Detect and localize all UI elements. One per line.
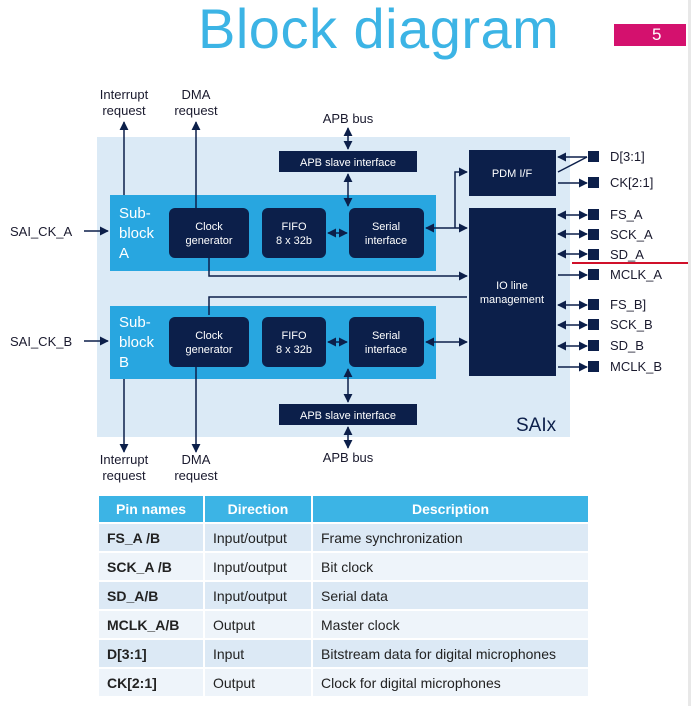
pin-label-mclk-a: MCLK_A	[610, 267, 662, 282]
subblock-a-line1: Sub-	[119, 205, 151, 222]
pdm-if-block	[469, 150, 556, 196]
serial-b-line2: interface	[365, 344, 407, 356]
apb-slave-top-label: APB slave interface	[300, 157, 396, 169]
io-line-label-line2: management	[480, 294, 544, 306]
subblock-a-line2: block	[119, 225, 155, 242]
pin-label-ck: CK[2:1]	[610, 175, 653, 190]
clock-generator-b	[169, 317, 249, 367]
dma-request-bottom-line2: request	[174, 468, 218, 483]
serial-a-line1: Serial	[372, 221, 400, 233]
pin-name-cell: SD_A/B	[97, 580, 205, 611]
io-line-management-block	[469, 208, 556, 376]
interrupt-request-top-line1: Interrupt	[100, 87, 149, 102]
pin-name-cell: MCLK_A/B	[97, 609, 205, 640]
direction-cell: Input	[203, 638, 313, 669]
table-row: CK[2:1] Output Clock for digital microph…	[97, 667, 590, 698]
serial-interface-a	[349, 208, 424, 258]
dma-request-bottom-line1: DMA	[182, 452, 211, 467]
connector-lines	[84, 121, 588, 453]
subblock-a-line3: A	[119, 245, 129, 262]
io-line-label-line1: IO line	[496, 280, 528, 292]
apb-bus-bottom-label: APB bus	[323, 450, 374, 465]
description-cell: Frame synchronization	[311, 522, 590, 553]
saix-label: SAIx	[516, 415, 557, 436]
fifo-a-line1: FIFO	[281, 221, 306, 233]
fifo-b-line2: 8 x 32b	[276, 344, 312, 356]
subblock-b-line1: Sub-	[119, 314, 151, 331]
direction-cell: Input/output	[203, 551, 313, 582]
page-number-badge: 5	[614, 24, 686, 46]
dma-request-top-line1: DMA	[182, 87, 211, 102]
table-row: SD_A/B Input/output Serial data	[97, 580, 590, 611]
sai-block-diagram: Interrupt request DMA request APB bus In…	[10, 87, 662, 483]
apb-slave-bottom-label: APB slave interface	[300, 410, 396, 422]
subblock-b-line2: block	[119, 334, 155, 351]
table-header-row: Pin names Direction Description	[97, 494, 590, 524]
clock-gen-a-line2: generator	[185, 235, 232, 247]
description-cell: Bitstream data for digital microphones	[311, 638, 590, 669]
apb-slave-interface-top	[279, 151, 417, 172]
fifo-a-line2: 8 x 32b	[276, 235, 312, 247]
apb-bus-top-label: APB bus	[323, 111, 374, 126]
fifo-b-line1: FIFO	[281, 330, 306, 342]
header-direction: Direction	[203, 494, 313, 524]
red-marker-line	[572, 262, 691, 264]
direction-cell: Input/output	[203, 580, 313, 611]
header-description: Description	[311, 494, 590, 524]
pin-name-cell: D[3:1]	[97, 638, 205, 669]
interrupt-request-bottom-line2: request	[102, 468, 146, 483]
dma-request-top-line2: request	[174, 103, 218, 118]
pin-squares	[588, 151, 599, 372]
slide-title: Block diagram	[198, 0, 560, 60]
subblock-b-line3: B	[119, 354, 129, 371]
table-row: D[3:1] Input Bitstream data for digital …	[97, 638, 590, 669]
clock-gen-a-line1: Clock	[195, 221, 223, 233]
pin-name-cell: SCK_A /B	[97, 551, 205, 582]
clock-gen-b-line2: generator	[185, 344, 232, 356]
interrupt-request-top-line2: request	[102, 103, 146, 118]
pin-label-d: D[3:1]	[610, 149, 645, 164]
pin-name-cell: CK[2:1]	[97, 667, 205, 698]
description-cell: Master clock	[311, 609, 590, 640]
table-row: MCLK_A/B Output Master clock	[97, 609, 590, 640]
sai-ck-a-label: SAI_CK_A	[10, 224, 72, 239]
pin-label-mclk-b: MCLK_B	[610, 359, 662, 374]
fifo-b	[262, 317, 326, 367]
description-cell: Serial data	[311, 580, 590, 611]
direction-cell: Input/output	[203, 522, 313, 553]
serial-interface-b	[349, 317, 424, 367]
description-cell: Clock for digital microphones	[311, 667, 590, 698]
sai-ck-b-label: SAI_CK_B	[10, 334, 72, 349]
interrupt-request-bottom-line1: Interrupt	[100, 452, 149, 467]
clock-generator-a	[169, 208, 249, 258]
apb-slave-interface-bottom	[279, 404, 417, 425]
pin-label-sck-a: SCK_A	[610, 227, 653, 242]
pin-description-table: Pin names Direction Description FS_A /B …	[97, 494, 590, 698]
serial-a-line2: interface	[365, 235, 407, 247]
clock-gen-b-line1: Clock	[195, 330, 223, 342]
fifo-a	[262, 208, 326, 258]
header-pin-names: Pin names	[97, 494, 205, 524]
table-row: FS_A /B Input/output Frame synchronizati…	[97, 522, 590, 553]
serial-b-line1: Serial	[372, 330, 400, 342]
direction-cell: Output	[203, 609, 313, 640]
pdm-if-label: PDM I/F	[492, 168, 533, 180]
pin-label-fs-b: FS_B]	[610, 297, 646, 312]
description-cell: Bit clock	[311, 551, 590, 582]
pin-name-cell: FS_A /B	[97, 522, 205, 553]
pin-label-sd-b: SD_B	[610, 338, 644, 353]
pin-label-fs-a: FS_A	[610, 207, 643, 222]
page-edge	[688, 0, 691, 706]
pin-label-sck-b: SCK_B	[610, 317, 653, 332]
pin-label-sd-a: SD_A	[610, 247, 644, 262]
direction-cell: Output	[203, 667, 313, 698]
table-row: SCK_A /B Input/output Bit clock	[97, 551, 590, 582]
